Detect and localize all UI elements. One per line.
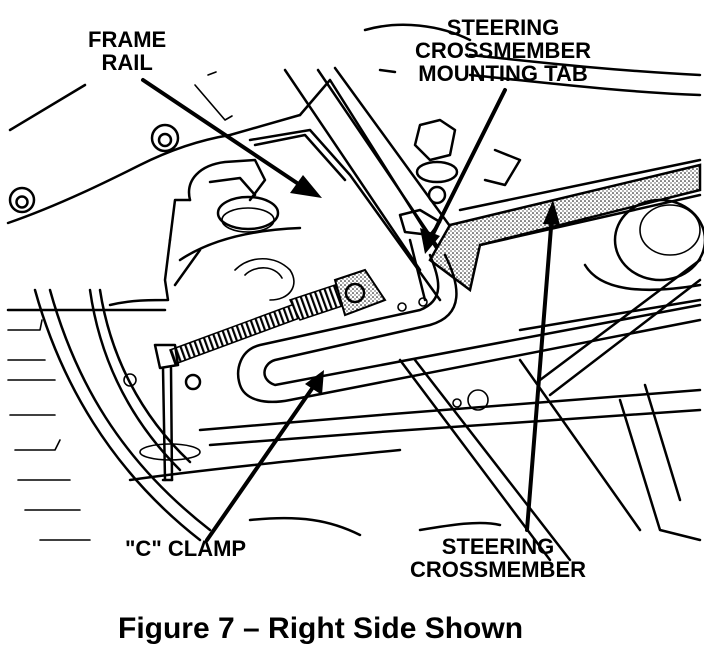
crossmember-arrowhead bbox=[543, 200, 560, 225]
label-steering-crossmember: STEERING CROSSMEMBER bbox=[410, 535, 586, 581]
label-c-clamp-line1: "C" CLAMP bbox=[125, 536, 247, 561]
lower-arm bbox=[128, 258, 702, 562]
steering-crossmember bbox=[428, 158, 704, 332]
label-mounting-tab-line2: CROSSMEMBER bbox=[415, 38, 592, 63]
c-clamp bbox=[123, 268, 387, 482]
label-mounting-tab: STEERING CROSSMEMBER MOUNTING TAB bbox=[415, 16, 591, 85]
label-frame-rail: FRAME RAIL bbox=[88, 28, 166, 74]
label-frame-rail-line1: FRAME bbox=[88, 27, 167, 52]
label-mounting-tab-line3: MOUNTING TAB bbox=[418, 61, 588, 86]
steering-gear bbox=[6, 158, 302, 312]
label-steering-crossmember-line1: STEERING bbox=[441, 534, 555, 559]
label-c-clamp: "C" CLAMP bbox=[125, 537, 246, 560]
label-frame-rail-line2: RAIL bbox=[101, 50, 153, 75]
frame-rail bbox=[6, 23, 702, 302]
label-steering-crossmember-line2: CROSSMEMBER bbox=[410, 557, 587, 582]
figure-caption: Figure 7 – Right Side Shown bbox=[118, 612, 524, 645]
frame-rail-arrowhead bbox=[290, 175, 322, 198]
clamp-arrowhead bbox=[305, 370, 324, 395]
wheel bbox=[7, 288, 212, 542]
crossmember-arm bbox=[236, 238, 702, 404]
leader-arrows bbox=[141, 78, 560, 542]
tab-arrowhead bbox=[420, 228, 440, 254]
label-mounting-tab-line1: STEERING bbox=[446, 15, 560, 40]
